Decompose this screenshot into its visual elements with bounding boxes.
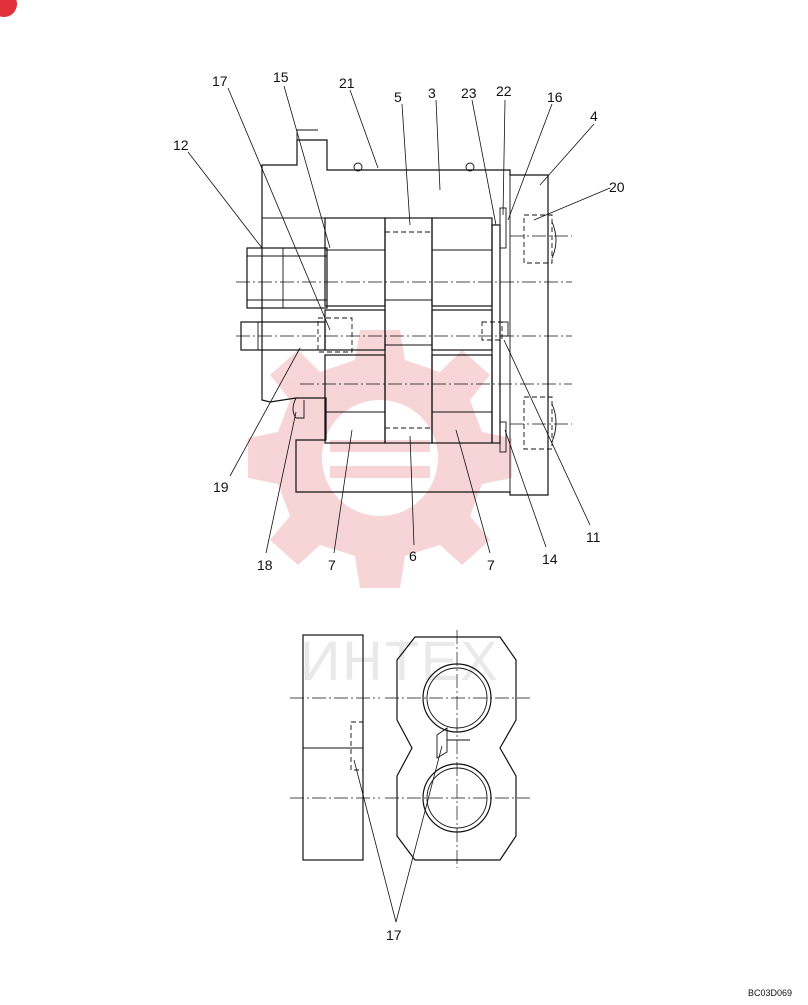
callout-22: 22 bbox=[496, 83, 512, 99]
corner-badge-icon bbox=[0, 0, 17, 17]
leader-lines bbox=[187, 85, 611, 923]
callout-17-lower: 17 bbox=[386, 927, 402, 943]
watermark-logo bbox=[248, 330, 512, 588]
callout-21: 21 bbox=[339, 75, 355, 91]
callout-7-right: 7 bbox=[487, 557, 495, 573]
callout-17-upper: 17 bbox=[212, 73, 228, 89]
callout-19: 19 bbox=[213, 479, 229, 495]
callout-23: 23 bbox=[461, 85, 477, 101]
callouts: 17 15 21 5 3 23 22 16 4 12 20 19 18 7 6 … bbox=[173, 69, 625, 943]
callout-15: 15 bbox=[273, 69, 289, 85]
callout-18: 18 bbox=[257, 557, 273, 573]
callout-4: 4 bbox=[590, 108, 598, 124]
callout-3: 3 bbox=[428, 85, 436, 101]
callout-20: 20 bbox=[609, 179, 625, 195]
watermark-text: ИНТЕХ bbox=[300, 629, 500, 692]
callout-14: 14 bbox=[542, 551, 558, 567]
callout-6: 6 bbox=[409, 548, 417, 564]
side-view bbox=[290, 634, 380, 861]
callout-5: 5 bbox=[394, 89, 402, 105]
callout-7-left: 7 bbox=[328, 557, 336, 573]
callout-16: 16 bbox=[547, 89, 563, 105]
callout-12: 12 bbox=[173, 137, 189, 153]
front-view bbox=[385, 630, 530, 868]
callout-11: 11 bbox=[586, 529, 601, 545]
drawing-reference: BC03D069 bbox=[748, 988, 792, 998]
